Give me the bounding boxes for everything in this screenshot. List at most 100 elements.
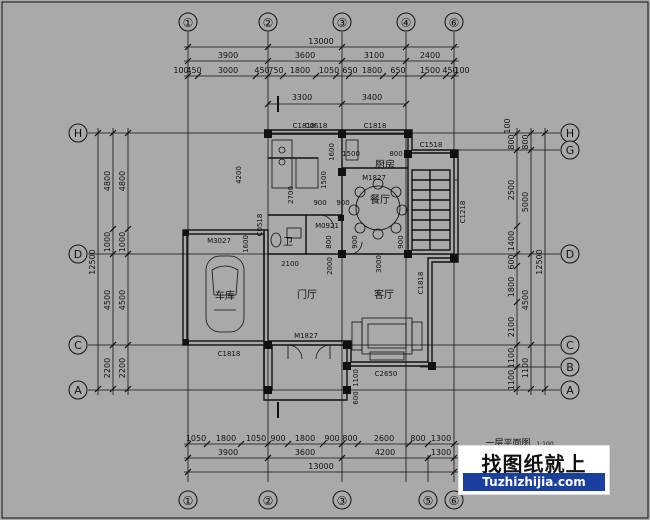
dim-top-row3: 100 (173, 66, 188, 75)
dim-inner: 800 (389, 150, 402, 158)
dim-left-col3: 4800 (118, 171, 127, 191)
door-tag: M1827 (294, 332, 318, 340)
dim-bottom-row1: 900 (324, 434, 339, 443)
axis-label-left-c: C (74, 339, 82, 352)
dim-bottom-row1: 800 (410, 434, 425, 443)
dim-right-col2: 1100 (507, 348, 516, 368)
dim-right-col2: 1100 (507, 370, 516, 390)
axis-bubble-bottom-5 (418, 490, 438, 510)
dim-bottom-row1: 900 (270, 434, 285, 443)
dim-top-row2: 3900 (218, 51, 238, 60)
dim-top-row3: 450 (442, 66, 457, 75)
dim-inner: 1600 (242, 235, 250, 253)
axis-label-right-c: C (566, 339, 574, 352)
dim-top-row3: 3000 (218, 66, 238, 75)
dim-top-row3: 1800 (362, 66, 382, 75)
dim-bottom-row1: 1800 (216, 434, 236, 443)
dim-top-row3: 750 (268, 66, 283, 75)
dim-inner: 600 (352, 391, 360, 404)
dim-inner: 1500 (320, 171, 328, 189)
window-tag: C1518 (420, 141, 443, 149)
drawing-title: 一层平面图 (485, 438, 530, 449)
axis-bubble-top-4 (396, 12, 416, 32)
axis-bubble-right-c (560, 335, 580, 355)
dim-top-row3: 650 (342, 66, 357, 75)
dim-left-col3: 4500 (118, 290, 127, 310)
dim-left-col2: 2200 (103, 358, 112, 378)
dim-top-row3: 100 (454, 66, 469, 75)
furniture (183, 129, 458, 367)
window-tag: C1818 (364, 122, 387, 130)
dim-top-row3: 1800 (290, 66, 310, 75)
axis-bubble-top-1 (178, 12, 198, 32)
axis-bubble-top-3 (332, 12, 352, 32)
axis-label-bottom-1: ① (183, 494, 194, 508)
dim-top-row2: 3600 (295, 51, 315, 60)
window-tag: C0618 (305, 122, 328, 130)
axis-bubble-top-6 (444, 12, 464, 32)
dim-right-col2: 1400 (507, 231, 516, 251)
dim-left-col2: 1000 (103, 232, 112, 252)
door-tag: M3027 (207, 237, 231, 245)
watermark: 找图纸就上 Tuzhizhijia.com (458, 445, 610, 495)
window-tag: C0518 (256, 214, 264, 237)
dim-left-col2: 4500 (103, 290, 112, 310)
dim-bottom-row2: 1300 (431, 448, 451, 457)
axis-bubble-left-a (68, 380, 88, 400)
window-tag: C1818 (218, 350, 241, 358)
watermark-site-name: 找图纸就上 (481, 452, 587, 476)
dim-right-col1: 800 (521, 134, 530, 149)
dim-right-col2: 600 (507, 254, 516, 269)
dim-top-row2: 3100 (364, 51, 384, 60)
window-tag: C2650 (375, 370, 398, 378)
dim-inner: 2700 (287, 186, 295, 204)
room-label-living: 客厅 (374, 288, 394, 301)
window-tag: C1818 (293, 122, 316, 130)
axis-label-top-2: ② (263, 16, 274, 30)
dim-inner: 3000 (375, 255, 383, 273)
dim-right-col1: 800 (507, 134, 516, 149)
room-label-bath: 卫 (283, 237, 293, 248)
axis-bubble-bottom-1 (178, 490, 198, 510)
dim-right-col1: 1100 (521, 358, 530, 378)
dim-inner: 4200 (235, 166, 243, 184)
dim-top-row3: 650 (390, 66, 405, 75)
dim-right-total: 12500 (535, 249, 544, 274)
columns (183, 130, 458, 394)
axis-bubble-left-h (68, 123, 88, 143)
axis-label-bottom-5: ⑤ (423, 494, 434, 508)
dim-inner: 900 (351, 235, 359, 248)
axis-bubble-bottom-6 (444, 490, 464, 510)
axis-label-bottom-2: ② (263, 494, 274, 508)
room-label-kitchen: 厨房 (375, 158, 395, 171)
dim-bottom-row1: 2600 (374, 434, 394, 443)
axis-label-right-d: D (566, 248, 574, 261)
axis-bubble-right-d (560, 244, 580, 264)
door-tag: M0921 (315, 222, 339, 230)
axis-label-bottom-3: ③ (337, 494, 348, 508)
dim-inner: 2100 (281, 260, 299, 268)
dim-top-row4: 3400 (362, 93, 382, 102)
dim-right-col2: 2100 (507, 317, 516, 337)
dim-right-col1: 4500 (521, 290, 530, 310)
dim-right-col1: 100 (503, 118, 512, 133)
axis-label-left-h: H (74, 127, 82, 140)
dim-bottom-row1: 800 (342, 434, 357, 443)
dim-bottom-row1: 1300 (431, 434, 451, 443)
axis-label-left-a: A (74, 384, 82, 397)
axis-label-right-g: G (566, 144, 575, 157)
axis-label-right-h: H (566, 127, 574, 140)
room-label-garage: 车库 (215, 289, 235, 302)
axis-bubble-top-2 (258, 12, 278, 32)
axis-label-right-b: B (566, 361, 574, 374)
dim-inner: 1100 (352, 369, 360, 387)
dim-top-row3: 450 (254, 66, 269, 75)
dim-bottom-row1: 1050 (186, 434, 206, 443)
dim-top-row2: 2400 (420, 51, 440, 60)
dim-inner: 800 (325, 235, 333, 248)
room-label-dining: 餐厅 (370, 193, 390, 206)
axis-label-top-1: ① (183, 16, 194, 30)
dim-right-col2: 2500 (507, 180, 516, 200)
